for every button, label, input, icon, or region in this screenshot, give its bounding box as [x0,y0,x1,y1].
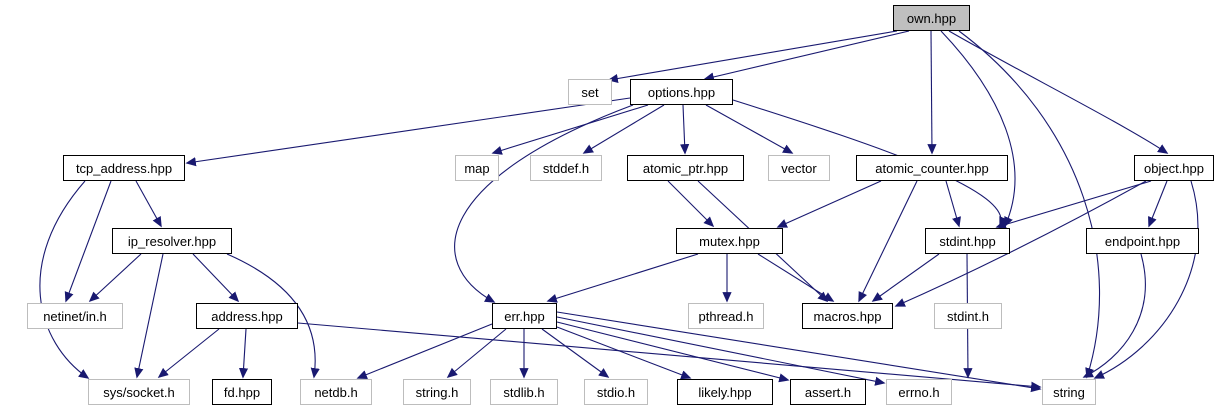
edge-object_hpp-to-macros_hpp [894,180,1147,307]
node-object_hpp[interactable]: object.hpp [1134,155,1214,181]
node-ip_resolver_hpp[interactable]: ip_resolver.hpp [112,228,232,254]
edge-atomic_counter_hpp-to-mutex_hpp [776,180,882,228]
node-mutex_hpp[interactable]: mutex.hpp [676,228,783,254]
node-tcp_address_hpp[interactable]: tcp_address.hpp [63,155,185,181]
node-macros_hpp[interactable]: macros.hpp [802,303,893,329]
edge-own_hpp-to-stdint_hpp [940,30,1016,228]
node-map: map [455,155,499,181]
edge-object_hpp-to-stdint_hpp [995,180,1152,229]
edge-address_hpp-to-sys_socket_h [157,328,220,378]
edge-address_hpp-to-fd_hpp [238,328,249,379]
node-stdint_hpp[interactable]: stdint.hpp [925,228,1010,254]
edge-mutex_hpp-to-err_hpp [546,253,699,303]
node-string_h: string.h [403,379,471,405]
node-pthread_h: pthread.h [688,303,764,329]
edge-ip_resolver_hpp-to-netdb_h [226,253,320,379]
edge-endpoint_hpp-to-string [1082,253,1146,378]
edge-ip_resolver_hpp-to-sys_socket_h [134,253,164,379]
node-fd_hpp[interactable]: fd.hpp [212,379,272,405]
node-vector: vector [768,155,830,181]
node-set: set [568,79,612,105]
edge-options_hpp-to-err_hpp [454,104,634,303]
edge-stdint_hpp-to-macros_hpp [871,253,940,302]
edge-options_hpp-to-map [491,104,649,155]
edge-mutex_hpp-to-macros_hpp [757,253,835,302]
node-options_hpp[interactable]: options.hpp [630,79,733,105]
node-err_hpp[interactable]: err.hpp [492,303,557,329]
edge-options_hpp-to-stddef_h [582,104,665,154]
edge-atomic_ptr_hpp-to-mutex_hpp [667,180,715,228]
edge-address_hpp-to-string [297,322,1042,391]
edge-atomic_counter_hpp-to-macros_hpp [858,180,918,303]
edge-err_hpp-to-netdb_h [356,323,493,379]
edge-own_hpp-to-string [958,30,1101,379]
edge-own_hpp-to-object_hpp [948,30,1169,154]
edge-err_hpp-to-errno_h [556,316,886,386]
node-string: string [1042,379,1096,405]
edge-options_hpp-to-vector [705,104,794,154]
edge-options_hpp-to-atomic_ptr_hpp [680,104,690,155]
node-assert_h[interactable]: assert.h [790,379,866,405]
node-likely_hpp[interactable]: likely.hpp [677,379,773,405]
node-stdint_h: stdint.h [934,303,1002,329]
node-atomic_ptr_hpp[interactable]: atomic_ptr.hpp [627,155,744,181]
edge-tcp_address_hpp-to-sys_socket_h [39,180,90,379]
node-stddef_h: stddef.h [530,155,602,181]
edge-ip_resolver_hpp-to-netinet_in_h [88,253,142,303]
edge-tcp_address_hpp-to-ip_resolver_hpp [135,180,162,228]
node-atomic_counter_hpp[interactable]: atomic_counter.hpp [856,155,1008,181]
node-stdio_h: stdio.h [584,379,648,405]
edge-tcp_address_hpp-to-netinet_in_h [64,180,112,303]
edge-ip_resolver_hpp-to-address_hpp [192,253,240,303]
node-endpoint_hpp[interactable]: endpoint.hpp [1086,228,1199,254]
node-stdlib_h: stdlib.h [490,379,558,405]
edge-atomic_counter_hpp-to-stdint_hpp [945,180,961,228]
edge-err_hpp-to-likely_hpp [556,326,692,380]
edge-own_hpp-to-options_hpp [703,30,910,82]
edge-err_hpp-to-string [556,311,1042,393]
edge-own_hpp-to-atomic_counter_hpp [927,30,937,155]
node-sys_socket_h: sys/socket.h [88,379,190,405]
node-own_hpp[interactable]: own.hpp [893,5,970,31]
edge-err_hpp-to-string_h [446,328,507,378]
edge-options_hpp-to-tcp_address_hpp [185,97,631,167]
node-netdb_h: netdb.h [300,379,372,405]
node-address_hpp[interactable]: address.hpp [196,303,298,329]
node-errno_h: errno.h [886,379,952,405]
edge-object_hpp-to-string [1093,180,1199,379]
edge-err_hpp-to-stdio_h [541,328,610,378]
edge-err_hpp-to-assert_h [556,321,790,383]
edge-own_hpp-to-set [607,30,898,84]
edge-object_hpp-to-endpoint_hpp [1148,180,1168,228]
node-netinet_in_h: netinet/in.h [27,303,123,329]
